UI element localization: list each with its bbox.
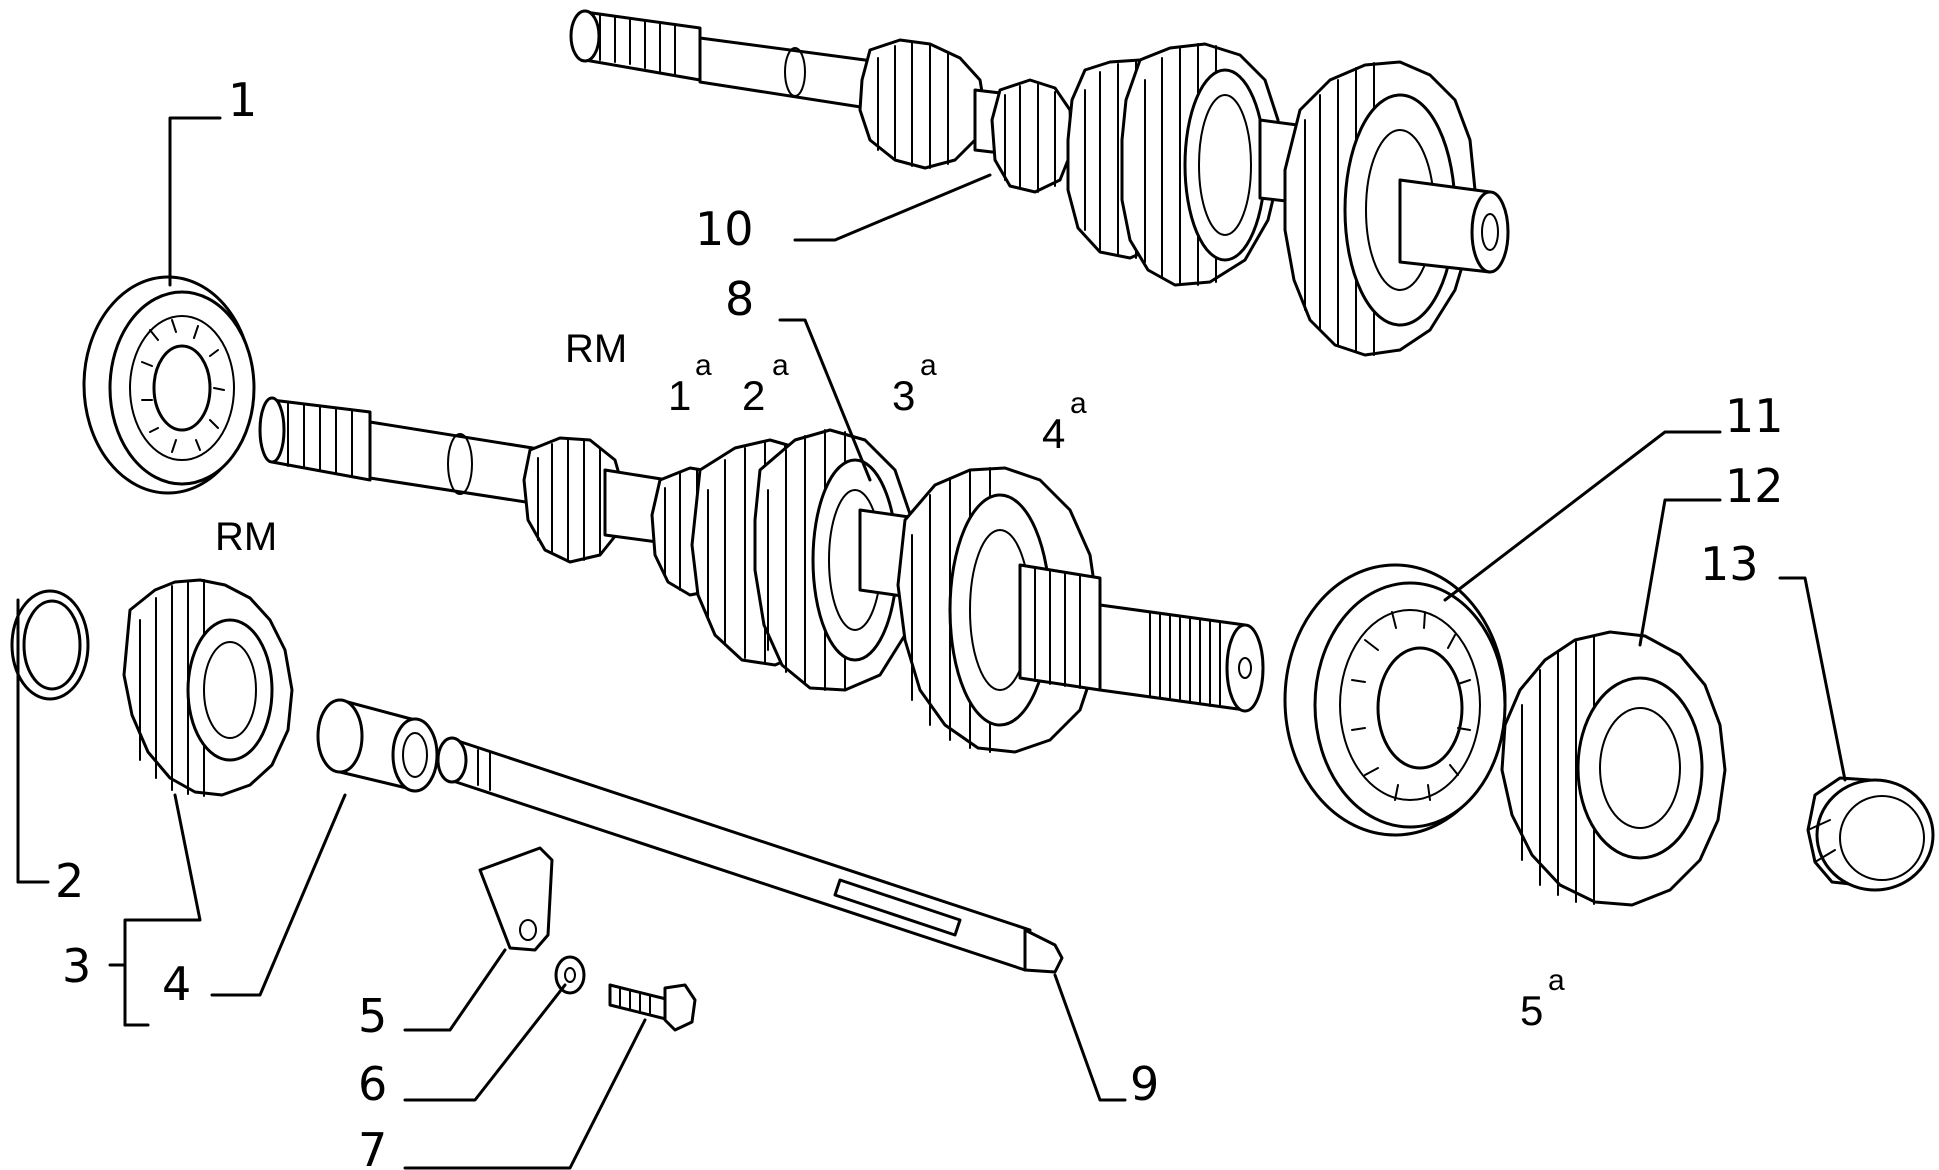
gear-label-2-sup: a [772, 349, 789, 382]
gear-label-4: 4 [1042, 410, 1065, 457]
nut-13 [1806, 776, 1935, 892]
main-shaft [258, 396, 1265, 754]
reverse-gear-3 [122, 578, 294, 797]
bushing-4 [316, 698, 439, 793]
upper-shaft [569, 9, 1510, 357]
gear-label-1-sup: a [695, 349, 712, 382]
callout-9: 9 [1130, 1057, 1159, 1111]
callout-8: 8 [725, 272, 754, 326]
callout-numbers: 1 2 3 4 5 6 7 8 9 10 11 12 13 [55, 73, 1784, 1170]
rm-label-left: RM [215, 515, 277, 559]
callout-11: 11 [1725, 389, 1784, 443]
bolt-7 [608, 983, 697, 1032]
gear-label-5: 5 [1520, 987, 1543, 1034]
leader-lines [16, 116, 1847, 1170]
bearing-11 [1283, 563, 1507, 837]
gear-label-3-sup: a [920, 349, 937, 382]
callout-4: 4 [162, 957, 191, 1011]
reverse-shaft-9 [436, 736, 1064, 974]
callout-3: 3 [62, 939, 91, 993]
fifth-gear-12 [1500, 630, 1727, 907]
callout-12: 12 [1725, 459, 1784, 513]
gear-label-5-sup: a [1548, 964, 1565, 997]
gear-label-1: 1 [668, 372, 691, 419]
callout-5: 5 [358, 989, 387, 1043]
washer-6 [554, 955, 586, 995]
gear-labels: RM RM 1 a 2 a 3 a 4 a 5 a [215, 327, 1565, 1034]
callout-10: 10 [695, 202, 754, 256]
gear-label-3: 3 [892, 372, 915, 419]
bearing-1 [82, 275, 256, 495]
callout-1: 1 [228, 73, 257, 127]
retaining-plate-5 [478, 846, 554, 952]
snap-ring-2 [10, 589, 90, 701]
callout-6: 6 [358, 1057, 387, 1111]
gear-label-2: 2 [742, 372, 765, 419]
gear-label-4-sup: a [1070, 387, 1087, 420]
callout-2: 2 [55, 854, 84, 908]
rm-label-top: RM [565, 327, 627, 371]
callout-7: 7 [358, 1123, 387, 1170]
callout-13: 13 [1700, 537, 1759, 591]
